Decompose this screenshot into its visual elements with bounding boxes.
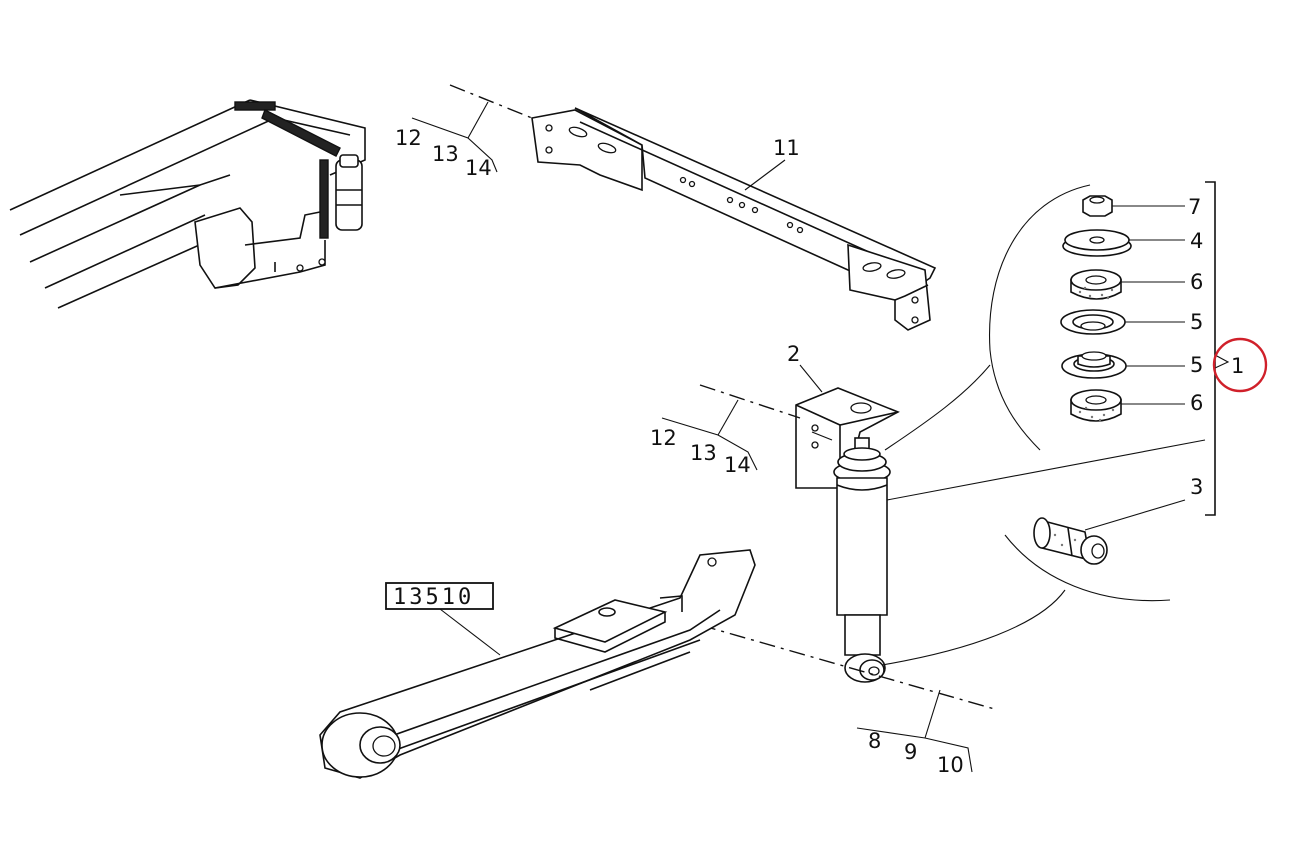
label-14-middle: 14: [724, 453, 751, 477]
leaf-spring: [319, 549, 756, 779]
centerline-middle: [699, 384, 801, 419]
label-11: 11: [773, 136, 800, 160]
label-12-middle: 12: [650, 426, 677, 450]
label-5-top: 5: [1190, 310, 1203, 334]
label-4: 4: [1190, 229, 1203, 253]
label-10: 10: [937, 753, 964, 777]
mount-kit: [881, 181, 1230, 666]
chassis-frame-overview: [9, 99, 366, 309]
reference-box: 13510: [385, 582, 501, 656]
bush-sleeve-part-3: [1033, 517, 1108, 565]
label-12-top: 12: [395, 126, 422, 150]
nut-part-7: [1082, 195, 1113, 217]
label-6-bottom: 6: [1190, 391, 1203, 415]
label-8: 8: [868, 729, 881, 753]
label-3: 3: [1190, 475, 1203, 499]
label-14-top: 14: [465, 156, 492, 180]
label-7: 7: [1188, 195, 1201, 219]
label-9: 9: [904, 740, 917, 764]
washer-part-4: [1062, 229, 1132, 257]
highlight-circle: [1212, 337, 1268, 393]
callout-labels: 11 12 13 14 2 12 13 14 7 4 6 5 5 6 1 3 8…: [395, 126, 1244, 777]
centerline-bottom: [699, 624, 999, 711]
cup-washer-part-5-bottom: [1061, 351, 1127, 379]
reference-box-label: 13510: [393, 585, 474, 610]
rubber-bush-part-6-top: [1070, 269, 1122, 300]
cup-washer-part-5-top: [1060, 309, 1126, 335]
centerline-top: [449, 84, 533, 119]
label-5-bottom: 5: [1190, 353, 1203, 377]
cross-member-part-11: [531, 107, 937, 331]
bracket-part-2: [795, 387, 900, 489]
label-13-top: 13: [432, 142, 459, 166]
label-2: 2: [787, 342, 800, 366]
label-13-middle: 13: [690, 441, 717, 465]
rubber-bush-part-6-bottom: [1070, 389, 1122, 422]
shock-absorber: [833, 437, 891, 683]
label-1: 1: [1231, 354, 1244, 378]
label-6-top: 6: [1190, 270, 1203, 294]
